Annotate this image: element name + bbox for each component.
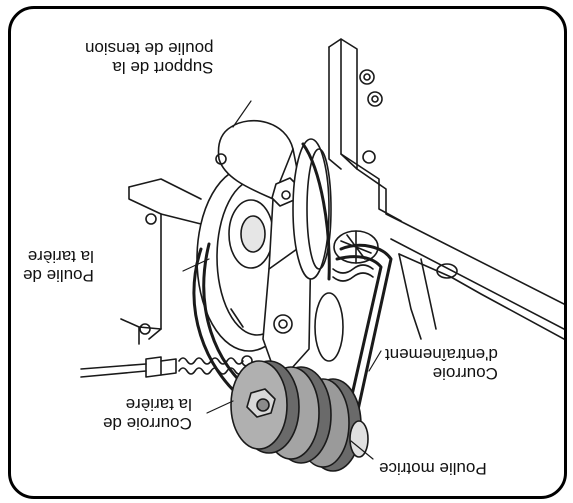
frame-plate-lower xyxy=(390,238,564,340)
leader-lines xyxy=(182,100,382,460)
mechanism-drawing xyxy=(80,38,564,472)
label-tensioner-support: Support de la poulie de tension xyxy=(85,39,214,77)
diagram-frame: Support de la poulie de tension Poulie d… xyxy=(8,6,567,499)
label-drive-pulley: Poulie motrice xyxy=(379,459,487,478)
drive-pulley xyxy=(230,360,369,472)
tensioner-support-arm xyxy=(215,119,312,370)
label-auger-belt: Courroie de la tarière xyxy=(103,395,192,433)
frame-plate-left xyxy=(120,178,202,345)
label-drive-belt: Courroie d'entraînement xyxy=(385,345,498,383)
idler-pulley xyxy=(292,138,344,362)
drive-wheel-hub xyxy=(332,230,379,282)
drive-belt xyxy=(335,243,393,421)
label-auger-pulley: Poulie de la tarière xyxy=(23,247,94,285)
frame-plate-upper xyxy=(328,38,564,305)
